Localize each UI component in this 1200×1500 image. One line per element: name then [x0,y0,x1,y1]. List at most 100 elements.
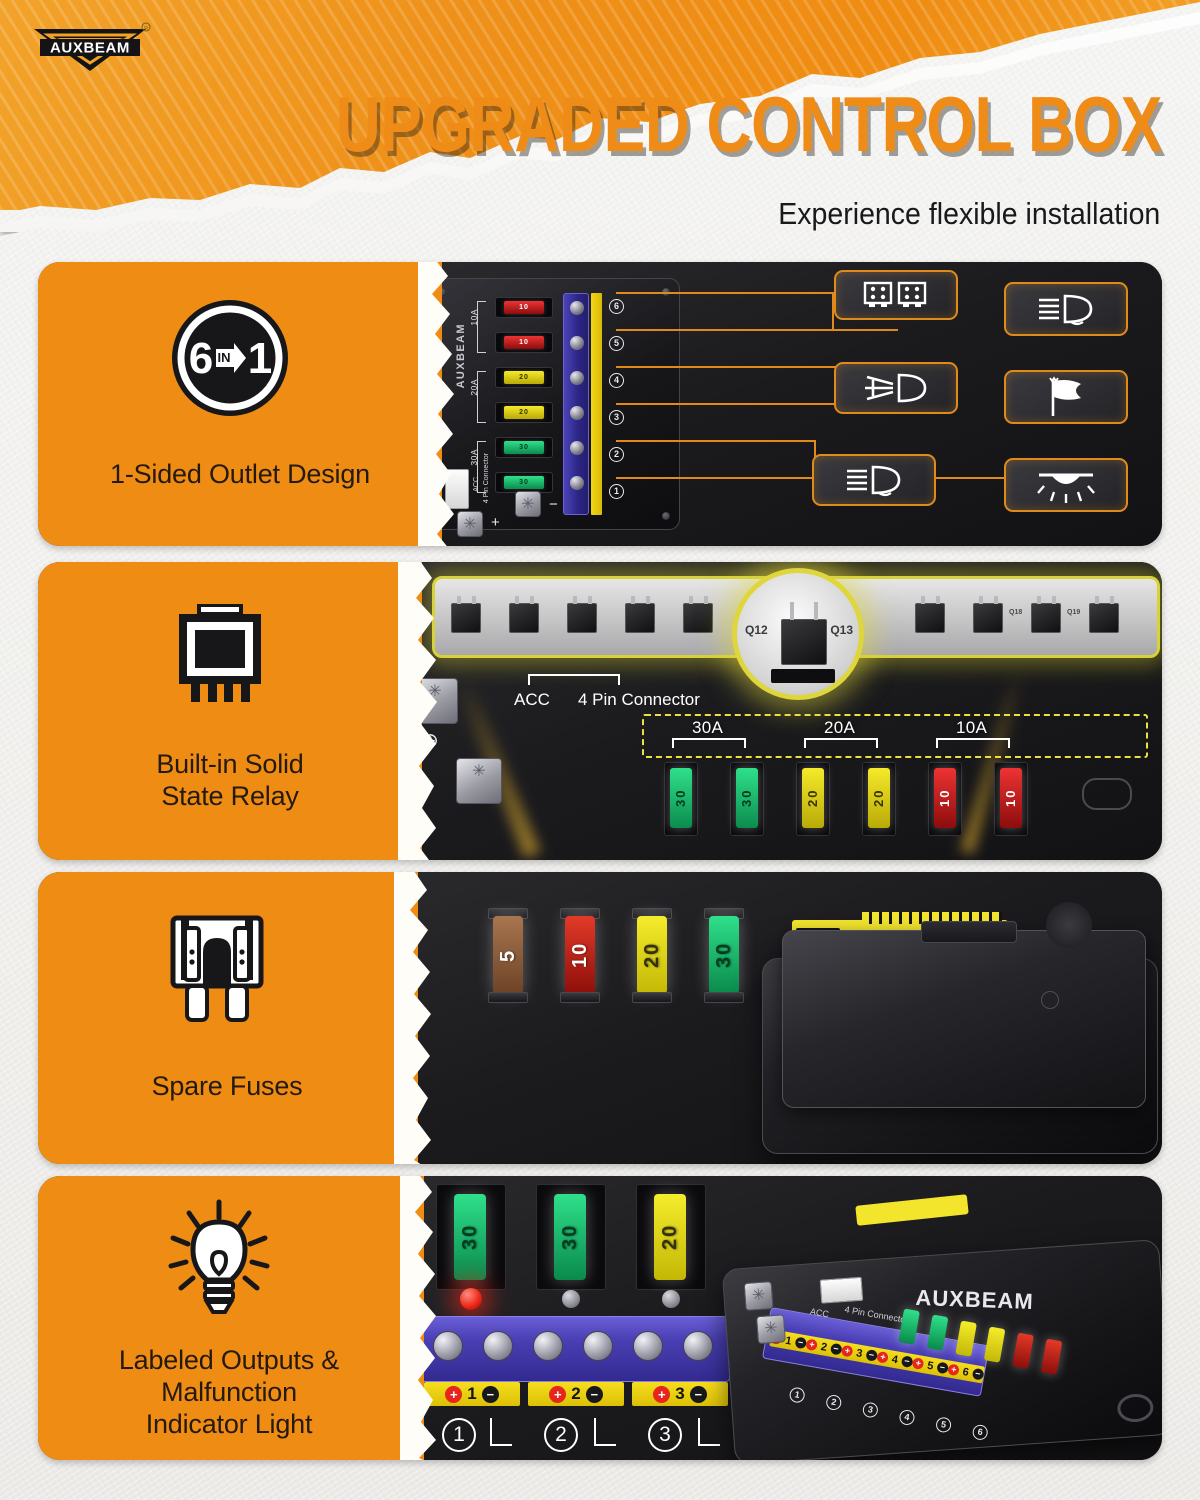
mounting-slot [1082,778,1132,810]
card4-title-line2: Malfunction [161,1377,297,1407]
box-channel-number-3: 3 [861,1401,880,1419]
icon-fog-light [834,362,958,414]
amp-bracket-20a [804,738,878,748]
fuse-30a: 30 [454,1194,486,1280]
unit-brand-text: AUXBEAM [455,323,467,389]
chip-ic-icon [38,600,402,709]
page-title: UPGRADED CONTROL BOX [335,80,1163,168]
icon-rock-light [1004,458,1128,512]
card1-title: 1-Sided Outlet Design [110,459,370,489]
flow-line [616,329,898,331]
flow-line [616,366,842,368]
svg-text:AUXBEAM: AUXBEAM [50,40,130,57]
box-fuse-20a [983,1326,1006,1363]
acc-label: ACC [473,477,480,492]
output-terminal-block [420,1316,730,1382]
card2-title-line1: Built-in Solid [156,749,304,779]
channel-number-2: 2 [544,1418,578,1452]
fuse-30a: 30 [670,768,692,828]
box-four-pin-connector [819,1276,864,1304]
box-fuse-10a [1012,1332,1034,1369]
lightbulb-icon [38,1196,400,1327]
feature-card-labeled-outputs: 30 30 20 + 1 − [38,1176,1162,1460]
box-negative-stud [756,1314,786,1345]
amp-label-30a: 30A [469,449,479,466]
feature-card-one-sided-outlet: AUXBEAM 10A 20A 30A 10 10 20 20 30 [38,262,1162,546]
box-fuse-10a [1040,1338,1063,1375]
terminal-label-strip [591,293,602,515]
feature-card-spare-fuses: 5 10 20 30 [38,872,1162,1164]
four-pin-connector-label: 4 Pin Connector [483,453,490,504]
negative-power-stud [456,758,502,804]
box-positive-stud [743,1281,774,1311]
rubber-grommet [1046,902,1092,948]
box-vent [1041,991,1059,1009]
box-latch [921,921,1017,943]
mosfet-label-q13: Q13 [830,623,853,637]
page-header: AUXBEAM R UPGRADED CONTROL BOX Experienc… [0,0,1200,245]
card4-title-line1: Labeled Outputs & [118,1345,340,1375]
channel-number-3: 3 [648,1418,682,1452]
fuse-30a: 30 [504,441,544,454]
box-channel-number-2: 2 [825,1393,843,1412]
flow-line [616,477,1006,479]
amp-label-20a: 20A [824,718,856,737]
mosfet-magnifier: Q12 Q13 [732,568,864,700]
fuse-30a: 30 [736,768,758,828]
icon-low-beam-light [812,454,936,506]
box-channel-number-5: 5 [934,1416,953,1434]
card2-photo: Q18 Q19 Q12 Q13 ACC 4 Pin Connector 30A [396,562,1162,860]
svg-text:IN: IN [218,350,231,365]
indicator-light [562,1290,580,1308]
fuse-10a: 10 [504,336,544,349]
terminal-label-2: + 2 − [528,1382,624,1406]
card3-photo: 5 10 20 30 [392,872,1162,1164]
amp-label-10a: 10A [469,309,479,326]
blade-fuse-icon [38,912,396,1027]
control-unit-board: AUXBEAM 10A 20A 30A 10 10 20 20 30 [428,278,680,537]
mosfet-label-q12: Q12 [745,623,768,637]
four-pin-connector-label: 4 Pin Connector [578,690,700,709]
fuse-20a: 20 [654,1194,686,1280]
malfunction-indicator-light [460,1288,482,1310]
acc-pin-bracket [528,674,620,685]
box-brand-text: AUXBEAM [915,1284,1035,1315]
box-channel-number-1: 1 [788,1386,806,1404]
negative-polarity-mark: − [549,496,558,513]
page-subtitle: Experience flexible installation [777,196,1160,231]
fuse-10a: 10 [1000,768,1022,828]
flow-line [616,440,816,442]
amp-group-dashed-box [642,714,1148,758]
unit-screw [438,288,446,296]
fuse-20a: 20 [504,371,544,384]
fuse-20a: 20 [504,406,544,419]
output-number-2: 2 [609,447,624,462]
card3-title: Spare Fuses [151,1071,303,1101]
fuse-20a: 20 [802,768,824,828]
mosfet-label-q19: Q19 [1067,609,1081,616]
output-number-1: 1 [609,484,624,499]
output-number-6: 6 [609,299,624,314]
control-box-lid [782,921,1146,1108]
icon-relay-connector-pair [834,270,958,320]
card4-title: Labeled Outputs & Malfunction Indicator … [48,1344,410,1440]
svg-text:R: R [144,26,148,32]
spare-fuse-10a: 10 [565,916,595,994]
indicator-light [662,1290,680,1308]
positive-power-stud [515,491,541,517]
svg-text:6: 6 [189,334,213,383]
spare-fuse-5a: 5 [493,916,523,994]
box-fuse-puller [855,1194,969,1226]
output-number-4: 4 [609,373,624,388]
terminal-block [563,293,589,515]
six-in-one-icon: 6 1 IN [38,296,422,425]
auxbeam-logo: AUXBEAM R [26,19,154,75]
amp-bracket-30a [477,441,486,493]
box-channel-number-4: 4 [898,1408,916,1427]
mosfet-label-q18: Q18 [1009,609,1023,616]
card1-photo: AUXBEAM 10A 20A 30A 10 10 20 20 30 [416,262,1162,546]
amp-bracket-10a [936,738,1010,748]
card2-title: Built-in Solid State Relay [48,748,412,812]
control-box-body: AUXBEAM + 1 − + 2 − + 3 − + 4 − + [721,1238,1162,1460]
